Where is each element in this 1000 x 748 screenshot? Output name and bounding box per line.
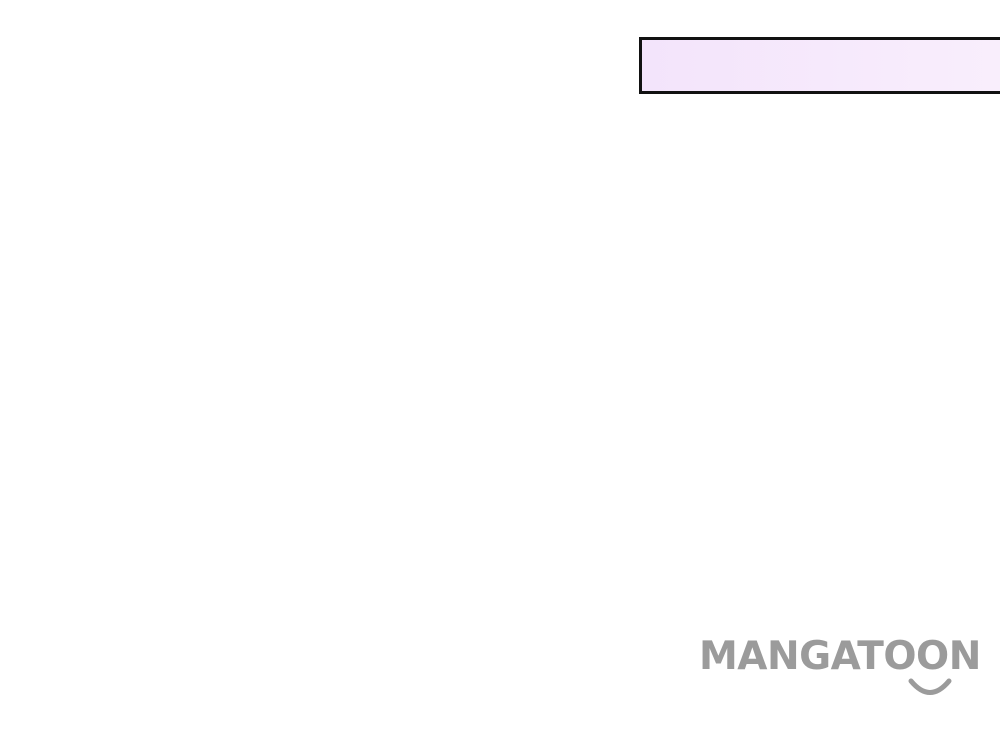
smile-icon <box>908 678 952 695</box>
watermark-logo: MANGATOON <box>699 634 1000 698</box>
watermark-text: MANGATOON <box>699 634 981 679</box>
caption-box <box>639 37 1000 94</box>
